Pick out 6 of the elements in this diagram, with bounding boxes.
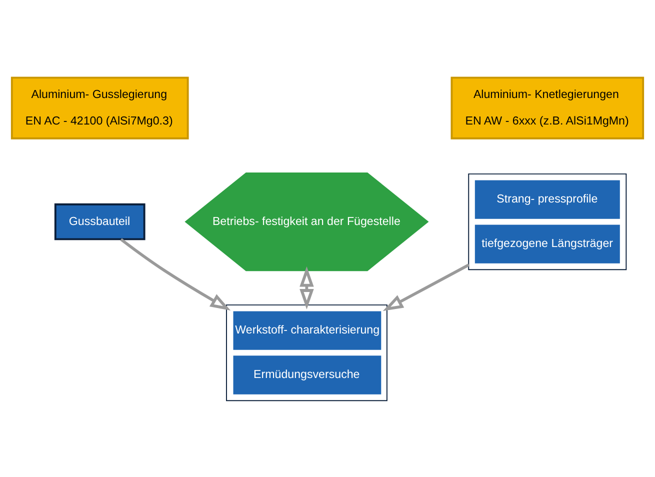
arrow <box>382 263 470 310</box>
node-box: Aluminium- Gusslegierung EN AC - 42100 (AlSi7Mg0.3) <box>10 76 189 139</box>
node-box: Gussbauteil <box>54 202 146 240</box>
node-box: Aluminium- Knetlegierungen EN AW - 6xxx (z.B. AlSi1MgMn) <box>450 76 644 139</box>
arrow <box>120 238 231 310</box>
arrow <box>300 266 314 309</box>
